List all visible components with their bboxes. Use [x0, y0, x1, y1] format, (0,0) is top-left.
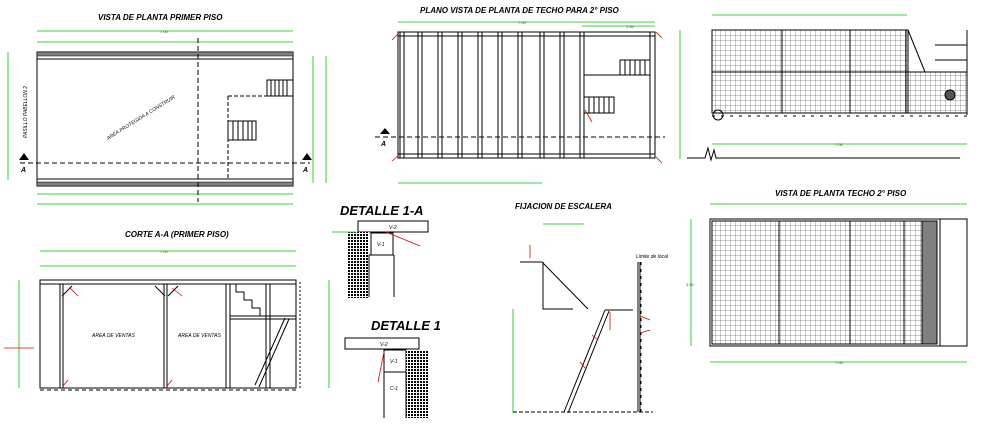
- detail-1a: DETALLE 1-A V-2 V-1: [332, 203, 429, 298]
- detail-1-column: C-1: [390, 386, 398, 392]
- plan-first-floor-total-dim: 7.00: [160, 29, 169, 34]
- roof-plan-section-mark: A: [380, 141, 386, 148]
- plan-area-label: AREA PROTEGIDA A CONSTRUIR: [105, 94, 177, 142]
- detail-1-beam-top: V-2: [380, 342, 388, 348]
- roof-plan-top-width: 7.00: [835, 360, 844, 365]
- plan-first-floor: VISTA DE PLANTA PRIMER PISO 7.00 AREA PR…: [7, 13, 327, 205]
- roof-plan-2nd-floor: PLANO VISTA DE PLANTA DE TECHO PARA 2° P…: [375, 6, 681, 184]
- roof-plan-top-title: VISTA DE PLANTA TECHO 2° PISO: [775, 189, 907, 198]
- elevation-view: 7.00: [687, 14, 968, 162]
- section-mark-right: A: [302, 167, 308, 174]
- detail-1-title: DETALLE 1: [371, 318, 441, 333]
- plan-first-floor-title: VISTA DE PLANTA PRIMER PISO: [98, 13, 223, 22]
- roof-plan-right-dim: 1.95: [626, 24, 635, 29]
- detail-1-beam: V-1: [390, 359, 398, 365]
- roof-plan-top-dim: 7.00: [518, 20, 527, 25]
- stair-fixing: FIJACION DE ESCALERA Limite de local: [512, 202, 669, 414]
- detail-1a-beam: V-1: [377, 242, 385, 248]
- stair-fixing-title: FIJACION DE ESCALERA: [515, 202, 612, 211]
- stair-fixing-limit-label: Limite de local: [636, 254, 669, 260]
- section-aa-total-dim: 7.00: [160, 249, 169, 254]
- section-marker-icon: [19, 153, 29, 160]
- detail-1: DETALLE 1 V-2 V-1 C-1: [344, 318, 441, 418]
- roof-plan-top-height: 3.50: [686, 282, 695, 287]
- elevation-bottom-dim: 7.00: [835, 142, 844, 147]
- roof-plan-top: VISTA DE PLANTA TECHO 2° PISO 7.00 3.50: [686, 189, 968, 365]
- detail-1a-title: DETALLE 1-A: [340, 203, 424, 218]
- detail-1a-beam-top: V-2: [389, 225, 397, 231]
- section-aa-area-2: AREA DE VENTAS: [177, 333, 221, 339]
- section-mark-left: A: [20, 167, 26, 174]
- plan-side-label: PASILLO PABELLON 2: [23, 86, 29, 138]
- section-aa: CORTE A-A (PRIMER PISO) 7.00 AREA DE VEN…: [4, 230, 330, 391]
- section-marker-icon: [380, 128, 390, 134]
- roof-plan-2nd-title: PLANO VISTA DE PLANTA DE TECHO PARA 2° P…: [420, 6, 620, 15]
- section-aa-title: CORTE A-A (PRIMER PISO): [125, 230, 229, 239]
- section-aa-area-1: AREA DE VENTAS: [91, 333, 135, 339]
- section-marker-icon: [302, 153, 312, 160]
